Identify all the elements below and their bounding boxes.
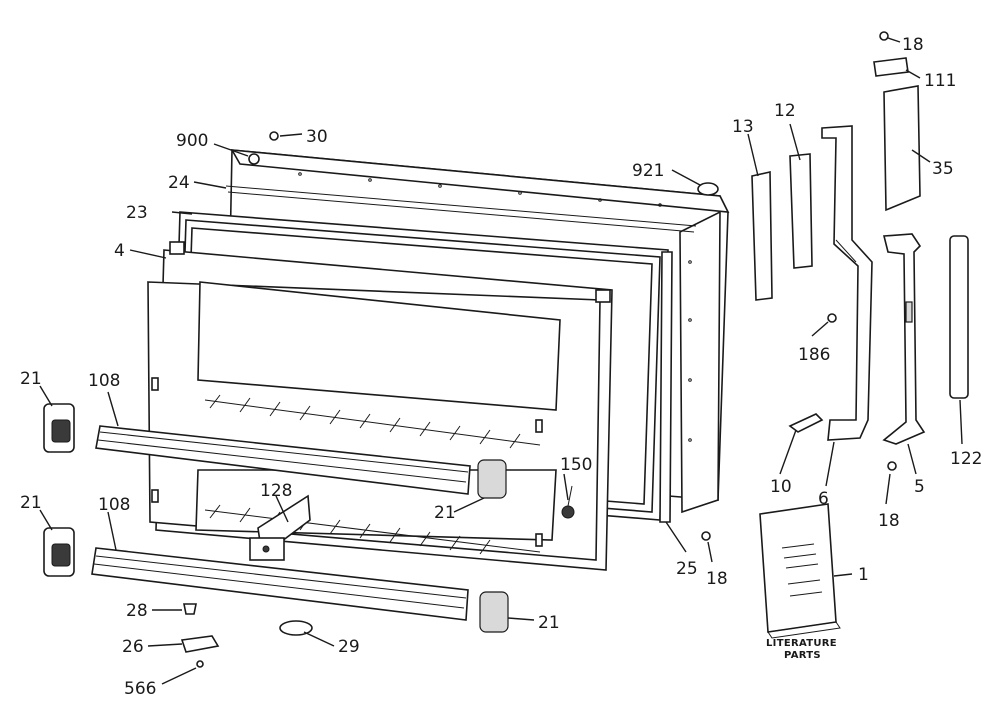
part-13: [751, 171, 773, 301]
callout-4: 4: [114, 241, 125, 261]
callout-6: 6: [818, 489, 829, 509]
door-rail-upper: [95, 425, 471, 495]
screw-18-right: [887, 461, 897, 471]
part-12: [789, 153, 813, 269]
callout-26: 26: [122, 637, 144, 657]
callout-30: 30: [306, 127, 328, 147]
literature-caption-line2: PARTS: [784, 650, 821, 661]
plug-921: [697, 182, 719, 196]
screw-566: [196, 660, 204, 668]
callout-21-lower-right: 21: [538, 613, 560, 633]
callout-128: 128: [260, 481, 292, 501]
literature-caption-line1: LITERATURE: [766, 638, 837, 649]
screw-186: [827, 313, 837, 323]
part-6-bracket: [821, 125, 873, 441]
screw-18-top: [879, 31, 889, 41]
callout-21-lower-left: 21: [20, 493, 42, 513]
callout-186: 186: [798, 345, 830, 365]
gasket-strip-25: [659, 251, 673, 523]
bracket-128: [249, 494, 311, 561]
callout-21-upper-right: 21: [434, 503, 456, 523]
callout-29: 29: [338, 637, 360, 657]
callout-18-top: 18: [902, 35, 924, 55]
screw-150: [561, 485, 575, 519]
callout-921: 921: [632, 161, 664, 181]
part-122: [949, 235, 969, 399]
part-26: [180, 635, 220, 653]
end-cap-lower-right: [479, 591, 509, 633]
callout-18-center: 18: [706, 569, 728, 589]
screw-18-center: [701, 531, 711, 541]
callout-18-right: 18: [878, 511, 900, 531]
door-rail-lower: [91, 547, 469, 621]
part-28: [183, 603, 197, 615]
inner-door-liner: [147, 241, 613, 571]
callout-5: 5: [914, 477, 925, 497]
callout-108-lower: 108: [98, 495, 130, 515]
callout-108-upper: 108: [88, 371, 120, 391]
leader-lines: [39, 37, 963, 685]
callout-150: 150: [560, 455, 592, 475]
part-5-bracket: [882, 233, 926, 445]
callout-24: 24: [168, 173, 190, 193]
part-10: [788, 413, 824, 433]
callout-122: 122: [950, 449, 982, 469]
callout-10: 10: [770, 477, 792, 497]
callout-1: 1: [858, 565, 869, 585]
callout-566: 566: [124, 679, 156, 699]
clip-111: [873, 57, 909, 77]
callout-21-upper-left: 21: [20, 369, 42, 389]
part-35: [883, 85, 921, 212]
end-cap-upper-left: [43, 403, 75, 453]
callout-900: 900: [176, 131, 208, 151]
end-cap-lower-left: [43, 527, 75, 577]
callout-35: 35: [932, 159, 954, 179]
callout-25: 25: [676, 559, 698, 579]
grommet-29: [279, 620, 313, 636]
callout-13: 13: [732, 117, 754, 137]
callout-28: 28: [126, 601, 148, 621]
callout-111: 111: [924, 71, 956, 91]
end-cap-upper-right: [477, 459, 507, 499]
callout-12: 12: [774, 101, 796, 121]
screw-30: [269, 131, 279, 141]
literature-booklet: [759, 503, 841, 639]
callout-23: 23: [126, 203, 148, 223]
